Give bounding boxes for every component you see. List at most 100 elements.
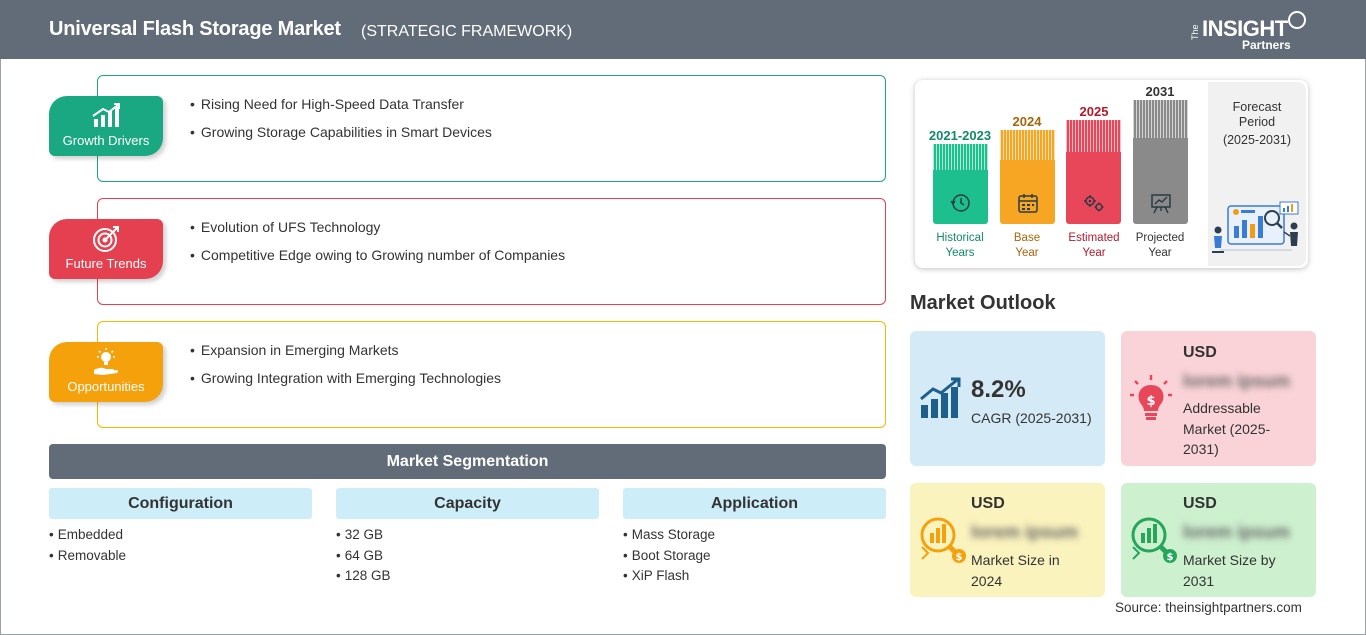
size-2024-label: Market Size in 2024 [971,550,1060,591]
segment-header: Capacity [336,488,599,519]
cagr-value: 8.2% [971,376,1026,403]
growth-driver-item: Rising Need for High-Speed Data Transfer [190,96,492,124]
svg-text:$: $ [956,552,963,563]
svg-text:$: $ [1167,552,1174,563]
segment-item: Removable [49,548,312,569]
segment-capacity: Capacity 32 GB 64 GB 128 GB [336,488,599,589]
caption-line: Year [1015,247,1039,259]
caption-line: Year [1148,247,1172,259]
segment-item: Mass Storage [623,527,886,548]
timeline-caption-base: Base Year [992,231,1062,261]
logo-the: The [1190,24,1200,40]
segment-header: Configuration [49,488,312,519]
future-trends-box: Evolution of UFS Technology Competitive … [97,198,886,305]
source-link[interactable]: Source: theinsightpartners.com [1115,600,1302,615]
insight-partners-logo[interactable]: The INSIGHT Partners [1190,11,1310,54]
addressable-market-card: $ USD lorem ipsum Addressable Market (20… [1121,331,1316,466]
size-2031-label: Market Size by 2031 [1183,550,1276,591]
estimate-gears-icon [1083,195,1103,212]
segment-item: Boot Storage [623,548,886,569]
size-2024-value-blurred: lorem ipsum [971,522,1079,542]
opportunity-item: Expansion in Emerging Markets [190,342,501,370]
timeline-bar-estimated [1066,120,1121,224]
segment-item: 64 GB [336,548,599,569]
header-bar: Universal Flash Storage Market (STRATEGI… [0,0,1366,59]
segment-application: Application Mass Storage Boot Storage Xi… [623,488,886,589]
caption-line: Base [1013,232,1041,244]
timeline-caption-historical: Historical Years [925,231,995,261]
lightbulb-hand-icon [49,348,163,375]
label-line: Addressable [1183,400,1261,416]
segment-configuration: Configuration Embedded Removable [49,488,312,568]
dollar-bulb-icon: $ [1130,375,1172,420]
forecast-line-2: Period [1238,115,1276,129]
growth-drivers-label: Growth Drivers [62,133,150,148]
growth-driver-item: Growing Storage Capabilities in Smart De… [190,124,492,152]
label-line: 2024 [971,572,1003,589]
market-size-2024-card: $ USD lorem ipsum Market Size in 2024 [910,483,1105,597]
calendar-icon [1017,194,1038,213]
timeline-year-base: 2024 [1012,114,1042,129]
growth-chart-icon [49,103,163,129]
opportunity-item: Growing Integration with Emerging Techno… [190,370,501,398]
size-2031-currency: USD [1183,495,1217,512]
caption-line: Estimated [1068,232,1120,244]
market-size-2031-magnifier-icon: $ [1131,517,1177,563]
logo-insight: INSIGHT [1202,16,1288,41]
page-title: Universal Flash Storage Market [49,18,341,40]
logo-ring-icon [1288,11,1306,29]
opportunities-box: Expansion in Emerging Markets Growing In… [97,321,886,428]
label-line: 2031) [1183,441,1219,457]
timeline-bar-projected [1133,100,1188,224]
timeline-bar-base [1000,130,1055,224]
label-line: Market Size in [971,552,1060,568]
history-clock-icon [949,194,970,212]
market-size-2031-card: $ USD lorem ipsum Market Size by 2031 [1121,483,1316,597]
forecast-analysts-illustration-icon [1212,201,1299,253]
market-size-magnifier-icon: $ [920,517,966,563]
label-line: Market Size by [1183,552,1276,568]
caption-line: Years [945,247,975,259]
addressable-value-blurred: lorem ipsum [1183,371,1291,391]
page-subtitle: (STRATEGIC FRAMEWORK) [361,23,573,40]
growth-drivers-box: Rising Need for High-Speed Data Transfer… [97,75,886,182]
logo-partners: Partners [1242,38,1291,52]
segment-header: Application [623,488,886,519]
svg-text:$: $ [1146,394,1155,409]
future-trends-label: Future Trends [65,256,147,271]
timeline-caption-projected: Projected Year [1124,231,1196,261]
cagr-label: CAGR (2025-2031) [971,410,1092,426]
forecast-line-1: Forecast [1232,100,1282,114]
growth-bars-icon [920,377,961,418]
future-trend-item: Evolution of UFS Technology [190,219,565,247]
addressable-currency: USD [1183,344,1217,361]
opportunities-label: Opportunities [67,379,145,394]
caption-line: Year [1082,247,1106,259]
timeline-bar-historical [933,144,988,224]
timeline-year-estimated: 2025 [1079,104,1109,119]
timeline-year-historical: 2021-2023 [928,128,992,143]
size-2031-value-blurred: lorem ipsum [1183,522,1291,542]
segment-item: XiP Flash [623,568,886,589]
cagr-card: 8.2% CAGR (2025-2031) [910,331,1105,466]
caption-line: Projected [1135,232,1185,244]
growth-drivers-badge: Growth Drivers [49,96,163,156]
forecast-line-3: (2025-2031) [1222,133,1292,147]
addressable-label: Addressable Market (2025- 2031) [1183,398,1270,460]
segment-item: 32 GB [336,527,599,548]
market-segmentation-bar: Market Segmentation [49,444,886,479]
size-2024-currency: USD [971,495,1005,512]
caption-line: Historical [936,232,984,244]
target-icon [49,226,163,252]
market-outlook-title: Market Outlook [910,292,1056,314]
segment-item: Embedded [49,527,312,548]
projection-board-icon [1150,194,1171,214]
future-trend-item: Competitive Edge owing to Growing number… [190,247,565,275]
future-trends-badge: Future Trends [49,219,163,279]
label-line: Market (2025- [1183,420,1271,437]
opportunities-badge: Opportunities [49,342,163,402]
label-line: 2031 [1183,572,1215,589]
segment-item: 128 GB [336,568,599,589]
timeline-caption-estimated: Estimated Year [1058,231,1130,261]
timeline-year-projected: 2031 [1145,84,1175,99]
